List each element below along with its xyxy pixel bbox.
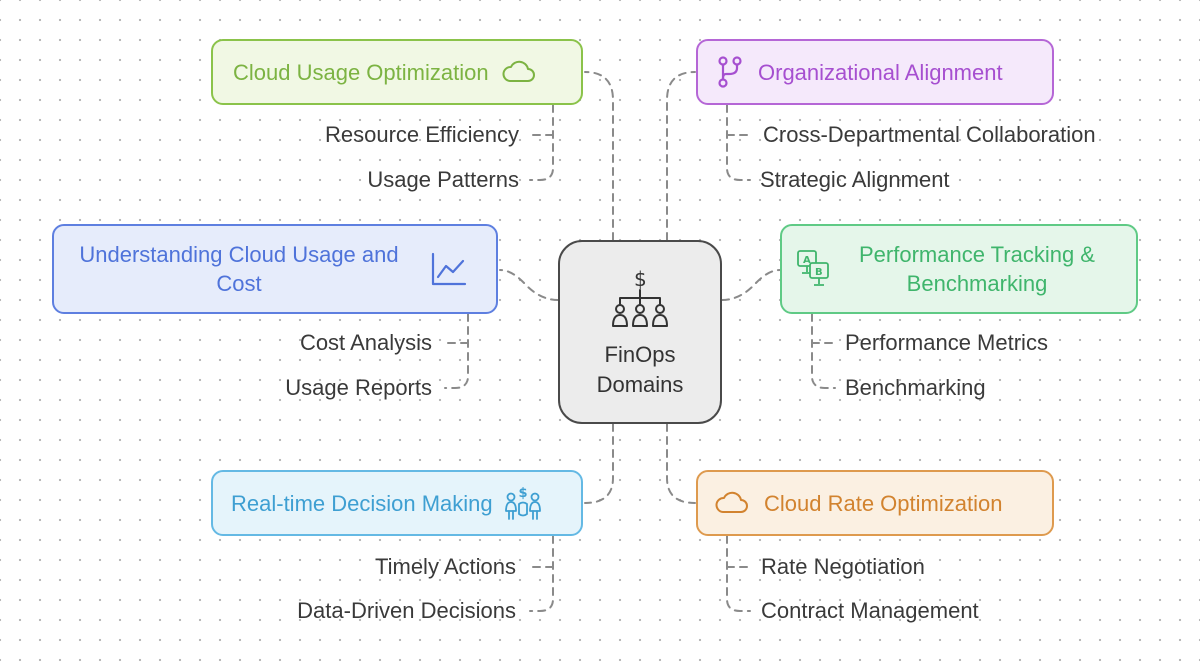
sub-connector-organizational	[726, 104, 753, 181]
sub-connector-realtime	[529, 535, 554, 612]
svg-text:A: A	[803, 255, 811, 266]
sub-item-performance-metrics: Performance Metrics	[845, 330, 1048, 355]
sub-item-cost-analysis: Cost Analysis	[299, 330, 432, 355]
domain-performance-tracking-benchmarking[interactable]: A B Performance Tracking & Benchmarking	[780, 224, 1138, 314]
line-chart-icon	[430, 251, 468, 287]
domain-label: Cloud Usage Optimization	[233, 59, 489, 85]
center-label-line2: Domains	[596, 372, 684, 397]
sub-item-timely-actions: Timely Actions	[374, 554, 516, 579]
domain-label: Organizational Alignment	[758, 59, 1003, 85]
connector-organizational	[666, 71, 696, 241]
center-label-line1: FinOps	[604, 342, 676, 367]
domain-label: Real-time Decision Making	[231, 490, 493, 516]
domain-label-line1: Performance Tracking &	[859, 242, 1095, 267]
cloud-icon	[714, 490, 750, 516]
sub-connector-cloud-usage	[529, 104, 554, 181]
domain-real-time-decision-making[interactable]: Real-time Decision Making $	[211, 470, 583, 536]
sub-item-usage-reports: Usage Reports	[285, 375, 432, 400]
sub-item-benchmarking: Benchmarking	[845, 375, 986, 400]
domain-label-line1: Understanding Cloud Usage and	[79, 242, 399, 267]
sub-item-data-driven-decisions: Data-Driven Decisions	[297, 598, 516, 623]
domain-label: Performance Tracking & Benchmarking	[832, 240, 1122, 298]
center-label: FinOps Domains	[597, 340, 684, 400]
domain-label: Understanding Cloud Usage and Cost	[54, 240, 424, 298]
sub-item-usage-patterns: Usage Patterns	[367, 167, 519, 192]
sub-item-rate-negotiation: Rate Negotiation	[761, 554, 925, 579]
svg-text:$: $	[518, 486, 527, 501]
sub-item-strategic-alignment: Strategic Alignment	[760, 167, 950, 192]
people-money-icon: $	[503, 484, 543, 522]
sub-connector-performance	[811, 313, 836, 389]
domain-label: Cloud Rate Optimization	[764, 490, 1003, 516]
cloud-icon	[501, 59, 537, 85]
ab-test-icon: A B	[796, 249, 832, 289]
sub-item-resource-efficiency: Resource Efficiency	[324, 122, 519, 147]
branch-icon	[716, 55, 744, 89]
domain-label-line2: Cost	[216, 271, 262, 296]
connector-realtime	[584, 423, 614, 504]
svg-text:B: B	[815, 267, 823, 278]
sub-item-cross-departmental-collaboration: Cross-Departmental Collaboration	[763, 122, 1096, 147]
domain-understanding-cloud-usage-and-cost[interactable]: Understanding Cloud Usage and Cost	[52, 224, 498, 314]
domain-organizational-alignment[interactable]: Organizational Alignment	[696, 39, 1054, 105]
domain-cloud-usage-optimization[interactable]: Cloud Usage Optimization	[211, 39, 583, 105]
connector-cloud-usage	[584, 71, 614, 241]
connector-understanding	[499, 269, 559, 301]
center-finops-domains[interactable]: $ FinOps Domains	[558, 240, 722, 424]
finops-hierarchy-icon: $	[610, 268, 670, 330]
sub-connector-rate	[726, 535, 751, 612]
sub-connector-understanding	[444, 313, 469, 389]
connector-performance	[721, 269, 781, 301]
sub-item-contract-management: Contract Management	[761, 598, 979, 623]
svg-text:$: $	[634, 268, 647, 291]
domain-label-line2: Benchmarking	[906, 271, 1048, 296]
connector-rate	[666, 423, 696, 504]
domain-cloud-rate-optimization[interactable]: Cloud Rate Optimization	[696, 470, 1054, 536]
